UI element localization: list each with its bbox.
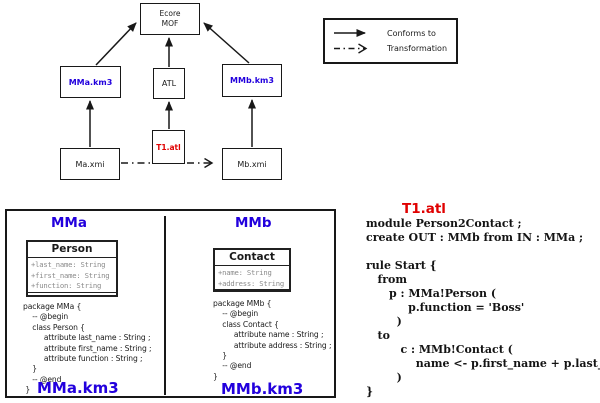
conforms-arrow-mmb-to-ecore: [203, 22, 250, 64]
node-ecore-mof: Ecore MOF: [140, 3, 200, 35]
contact-attributes: +name: String +address: String: [215, 266, 289, 289]
mmb-title: MMb: [235, 215, 272, 231]
mmb-km3-code: package MMb { -- @begin class Contact { …: [213, 299, 332, 381]
node-t1-atl: T1.atl: [152, 130, 185, 164]
legend-transformation-label: Transformation: [387, 44, 448, 53]
mmb-km3-file-label: MMb.km3: [221, 380, 304, 398]
person-attr-last-name: +last_name: String: [31, 260, 106, 269]
mma-title: MMa: [51, 215, 87, 231]
node-mb-xmi: Mb.xmi: [222, 148, 282, 180]
contact-operations-compartment: [215, 289, 289, 290]
transformation-arrow-icon: [334, 43, 375, 54]
atl-file-title: T1.atl: [402, 201, 446, 217]
person-attr-function: +function: String: [31, 281, 102, 290]
legend-conforms-label: Conforms to: [387, 28, 436, 38]
person-attributes: +last_name: String +first_name: String +…: [28, 258, 116, 292]
conforms-arrow-icon: [334, 29, 366, 37]
legend-row-transformation: Transformation: [333, 43, 456, 54]
mma-km3-file-label: MMa.km3: [37, 379, 119, 397]
contact-attr-address: +address: String: [218, 278, 285, 288]
metamodel-panel: MMa Person +last_name: String +first_nam…: [5, 209, 336, 398]
conforms-arrow-mma-to-ecore: [95, 22, 137, 66]
legend-box: Conforms to Transformation: [323, 18, 458, 64]
contact-attr-name: +name: String: [218, 268, 272, 277]
contact-class-name: Contact: [215, 250, 289, 266]
contact-class-box: Contact +name: String +address: String: [213, 248, 291, 292]
legend-row-conforms: Conforms to: [333, 28, 456, 38]
panel-divider: [164, 216, 166, 395]
node-mmb-km3: MMb.km3: [222, 64, 282, 97]
node-mma-km3: MMa.km3: [60, 66, 121, 98]
person-class-box: Person +last_name: String +first_name: S…: [26, 240, 118, 297]
mma-km3-code: package MMa { -- @begin class Person { a…: [23, 302, 152, 395]
node-ma-xmi: Ma.xmi: [60, 148, 120, 180]
person-attr-first-name: +first_name: String: [31, 270, 110, 280]
person-operations-compartment: [28, 291, 116, 296]
person-class-name: Person: [28, 242, 116, 258]
node-atl: ATL: [153, 68, 185, 99]
atl-source-code: module Person2Contact ; create OUT : MMb…: [366, 217, 600, 398]
